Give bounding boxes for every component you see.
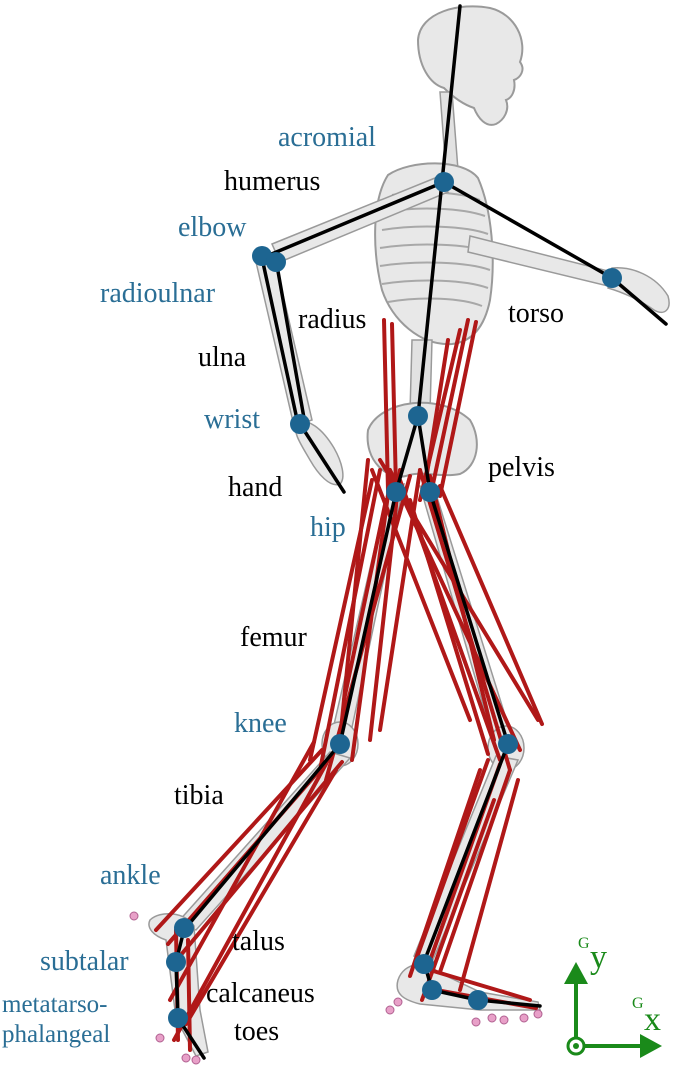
- acromial-marker: [434, 172, 454, 192]
- contact-point: [499, 1015, 509, 1025]
- contact-point: [155, 1033, 165, 1043]
- ankle-right-marker: [414, 954, 434, 974]
- hip-right-marker: [420, 482, 440, 502]
- label-subtalar: subtalar: [40, 946, 129, 977]
- label-femur: femur: [240, 622, 308, 653]
- right-wrist-marker: [602, 268, 622, 288]
- forearm-bone: [255, 255, 313, 427]
- label-radioulnar: radioulnar: [100, 278, 216, 309]
- contact-point: [519, 1013, 529, 1023]
- ankle-left-marker: [174, 918, 194, 938]
- contact-point: [191, 1055, 201, 1065]
- muscles: [154, 318, 544, 1052]
- joint-labels: acromial elbow radioulnar wrist hip knee…: [2, 122, 376, 1048]
- radioulnar-marker: [266, 252, 286, 272]
- label-ulna: ulna: [198, 342, 247, 373]
- label-knee: knee: [234, 708, 287, 739]
- knee-left-marker: [330, 734, 350, 754]
- label-ankle: ankle: [100, 860, 161, 891]
- label-pelvis: pelvis: [488, 452, 555, 483]
- label-torso: torso: [508, 298, 564, 329]
- label-metatarsophalangeal-line1: metatarso-: [2, 991, 108, 1018]
- axis-origin-dot: [573, 1043, 579, 1049]
- label-radius: radius: [298, 304, 366, 335]
- label-elbow: elbow: [178, 212, 247, 243]
- label-talus: talus: [232, 926, 285, 957]
- x-axis-label: x: [644, 1001, 661, 1038]
- subtalar-left-marker: [166, 952, 186, 972]
- knee-right-marker: [498, 734, 518, 754]
- contact-points: [129, 911, 543, 1065]
- hip-left-marker: [386, 482, 406, 502]
- x-axis-superscript: G: [632, 995, 644, 1012]
- contact-point: [385, 1005, 395, 1015]
- label-humerus: humerus: [224, 166, 320, 197]
- wrist-marker: [290, 414, 310, 434]
- label-wrist: wrist: [204, 404, 260, 435]
- right-hand-bone: [607, 267, 670, 314]
- subtalar-right-marker: [422, 980, 442, 1000]
- lumbar-marker: [408, 406, 428, 426]
- global-axes: G y G x: [564, 935, 662, 1058]
- label-calcaneus: calcaneus: [206, 978, 315, 1009]
- contact-point: [393, 997, 403, 1007]
- contact-point: [471, 1017, 481, 1027]
- contact-point: [533, 1009, 543, 1019]
- label-acromial: acromial: [278, 122, 376, 153]
- contact-point: [129, 911, 139, 921]
- mtp-right-marker: [468, 990, 488, 1010]
- label-tibia: tibia: [174, 780, 224, 811]
- joint-markers: [166, 172, 622, 1028]
- mtp-left-marker: [168, 1008, 188, 1028]
- contact-point: [181, 1053, 191, 1063]
- y-axis-label: y: [590, 939, 607, 976]
- label-toes: toes: [234, 1016, 279, 1047]
- x-axis-arrowhead: [640, 1034, 662, 1058]
- skull: [416, 5, 524, 126]
- label-hip: hip: [310, 512, 346, 543]
- y-axis-superscript: G: [578, 935, 590, 952]
- label-hand: hand: [228, 472, 282, 503]
- contact-point: [487, 1013, 497, 1023]
- label-metatarsophalangeal-line2: phalangeal: [2, 1021, 110, 1048]
- y-axis-arrowhead: [564, 962, 588, 984]
- body-labels: humerus radius torso ulna pelvis hand fe…: [174, 166, 564, 1047]
